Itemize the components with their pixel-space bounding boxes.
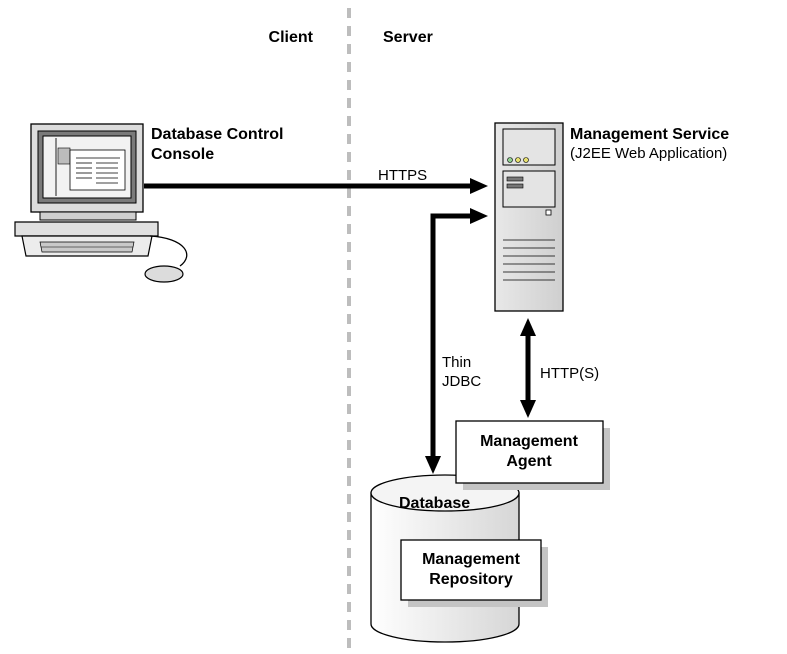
repository-label-line2: Repository [429,571,513,588]
management-repository-box [400,539,548,607]
management-service-subtitle: (J2EE Web Application) [570,145,727,162]
computer-icon [14,123,188,283]
jdbc-label-line2: JDBC [442,373,481,390]
server-heading: Server [383,29,433,46]
agent-label-line1: Management [480,433,578,450]
console-label-line2: Console [151,146,214,163]
console-label-line1: Database Control [151,126,283,143]
jdbc-connection-arrow [425,208,488,474]
agent-connection-arrow [520,318,536,418]
repository-label-line1: Management [422,551,520,568]
client-heading: Client [269,29,314,46]
jdbc-label-line1: Thin [442,354,471,371]
agent-label-line2: Agent [506,453,552,470]
https-arrow [144,178,488,194]
http-label: HTTP(S) [540,365,599,382]
server-tower-icon [494,122,564,312]
management-agent-box [455,420,610,490]
management-service-title: Management Service [570,126,729,143]
database-label: Database [399,495,470,512]
https-label: HTTPS [378,167,427,184]
